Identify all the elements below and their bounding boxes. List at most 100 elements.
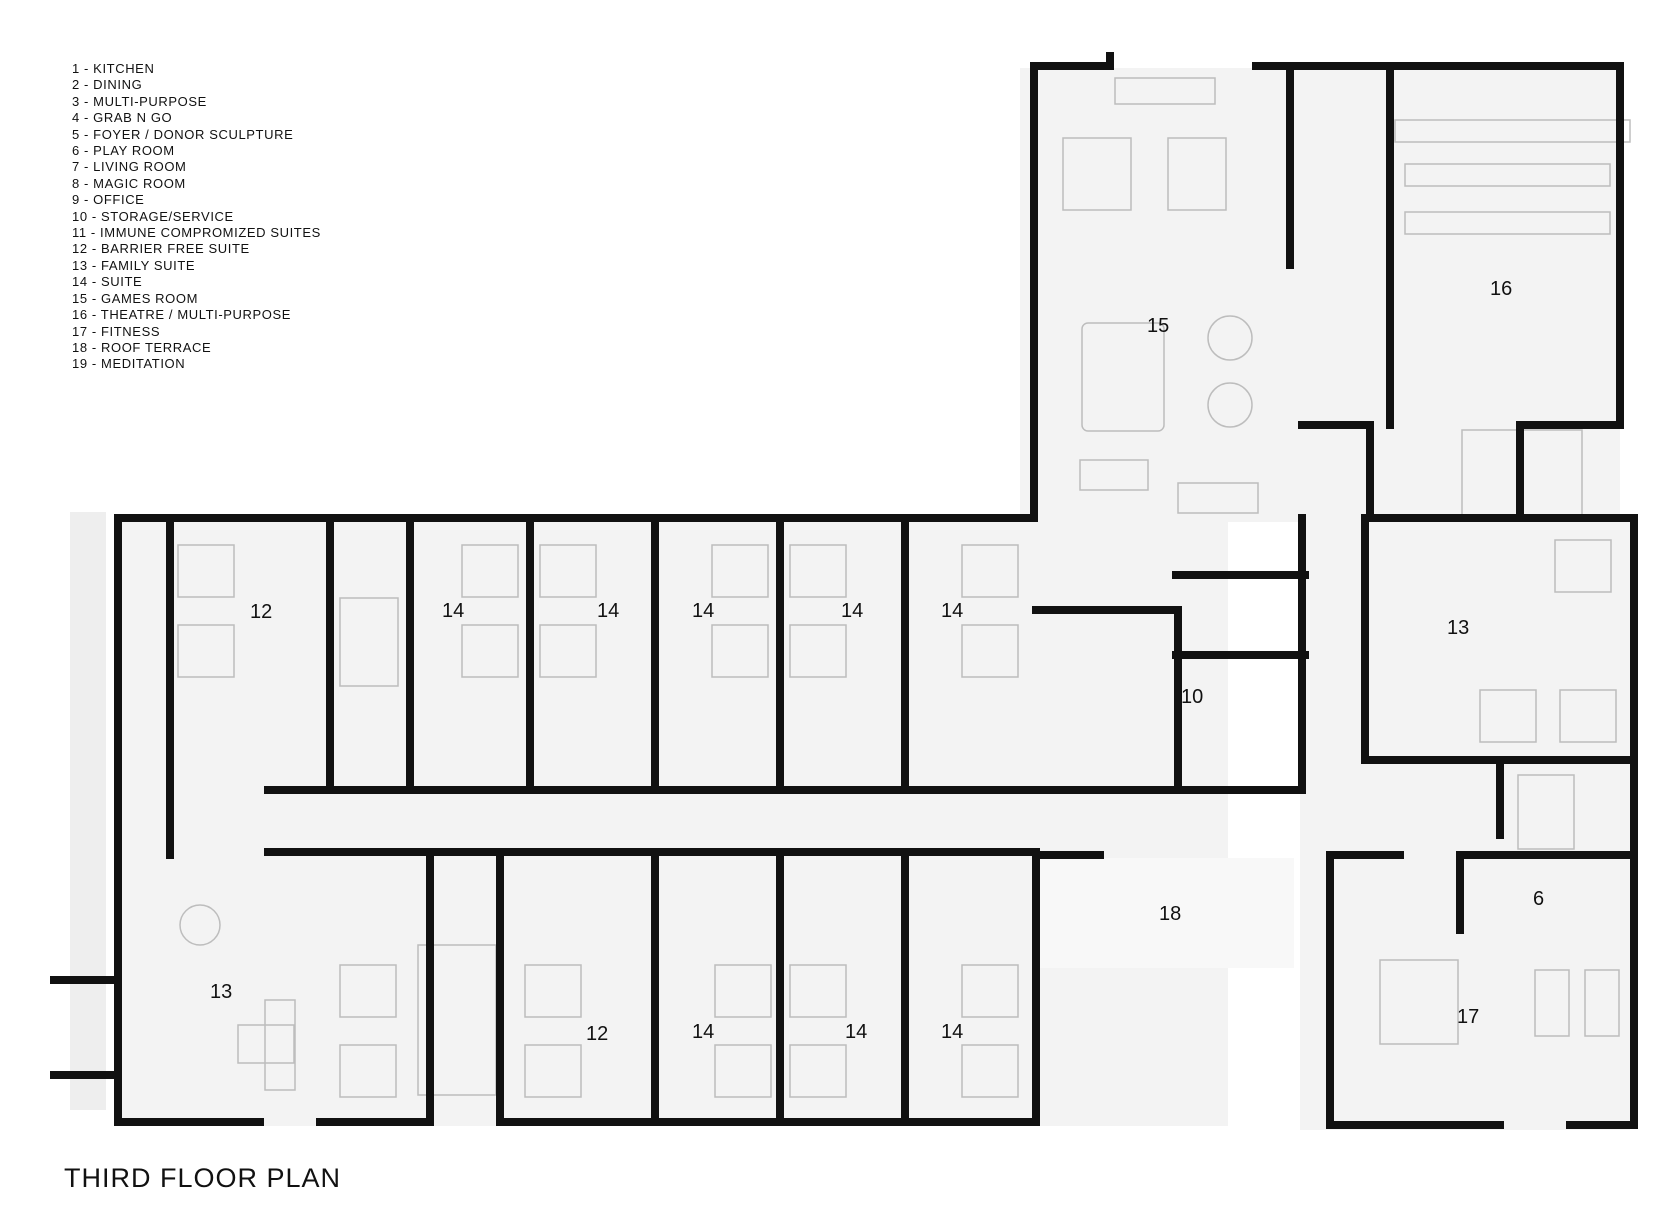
dining-table — [179, 904, 221, 946]
wall-terrace — [1032, 851, 1104, 1126]
elevator — [1517, 774, 1575, 850]
wall-north-upper — [1106, 52, 1624, 429]
bed — [711, 544, 769, 598]
wall-west-balcony — [50, 976, 122, 1079]
theatre-row — [1404, 211, 1611, 235]
wall-south-main — [316, 856, 1040, 1126]
room-label-15: 15 — [1147, 315, 1169, 337]
walls — [50, 52, 1638, 1129]
room-label-12-south: 12 — [586, 1023, 608, 1045]
room-label-14-s1: 14 — [692, 1021, 714, 1043]
legend-item: 14 - SUITE — [72, 274, 143, 290]
partition — [1298, 421, 1374, 522]
bed — [711, 624, 769, 678]
room-label-17: 17 — [1457, 1006, 1479, 1028]
room-label-14-n2: 14 — [597, 600, 619, 622]
wall-north-main — [114, 62, 1114, 522]
legend-item: 9 - OFFICE — [72, 192, 145, 208]
legend-item: 15 - GAMES ROOM — [72, 290, 199, 306]
bed — [714, 1044, 772, 1098]
room-label-12-north: 12 — [250, 601, 272, 623]
partition — [166, 514, 909, 859]
legend-item: 3 - MULTI-PURPOSE — [72, 93, 207, 109]
bed — [789, 624, 847, 678]
legend-item: 4 - GRAB N GO — [72, 110, 173, 126]
legend-item: 19 - MEDITATION — [72, 356, 186, 372]
legend-item: 11 - IMMUNE COMPROMIZED SUITES — [72, 225, 321, 241]
bench — [1177, 482, 1259, 514]
partition — [1032, 571, 1309, 794]
room-label-14-n4: 14 — [841, 600, 863, 622]
floor-east-wing — [1300, 518, 1630, 1130]
bed — [461, 544, 519, 598]
bed — [789, 1044, 847, 1098]
sofa — [1062, 137, 1132, 211]
bed — [961, 624, 1019, 678]
room-label-14-n3: 14 — [692, 600, 714, 622]
floor-main-wing — [118, 518, 1228, 1126]
legend-item: 6 - PLAY ROOM — [72, 143, 175, 159]
legend-item: 2 - DINING — [72, 77, 143, 93]
room-label-13-west: 13 — [210, 981, 232, 1003]
floor-upper-wing — [1020, 68, 1620, 522]
sofa — [1167, 137, 1227, 211]
bed — [539, 624, 597, 678]
room-label-10: 10 — [1181, 686, 1203, 708]
legend-item: 16 - THEATRE / MULTI-PURPOSE — [72, 307, 292, 323]
partition — [1361, 514, 1634, 764]
treadmill — [1584, 969, 1620, 1037]
bed — [1479, 689, 1537, 743]
partition — [1286, 62, 1394, 429]
bed — [524, 1044, 582, 1098]
bed — [177, 624, 235, 678]
room-label-14-n1: 14 — [442, 600, 464, 622]
theatre-row — [1394, 119, 1631, 143]
bed — [714, 964, 772, 1018]
weight-machine — [1379, 959, 1459, 1045]
pool-table — [1081, 322, 1165, 432]
bed — [1554, 539, 1612, 593]
corridor-north — [264, 514, 1306, 794]
bed — [1559, 689, 1617, 743]
partition — [651, 848, 909, 1126]
bed — [961, 964, 1019, 1018]
wall-west — [114, 514, 264, 1126]
counter — [1114, 77, 1216, 105]
sofa — [237, 1024, 295, 1064]
floor-areas — [70, 68, 1630, 1130]
round-table — [1207, 315, 1253, 361]
legend-item: 18 - ROOF TERRACE — [72, 339, 212, 355]
legend-item: 13 - FAMILY SUITE — [72, 257, 196, 273]
bed — [461, 624, 519, 678]
room-label-14-s3: 14 — [941, 1021, 963, 1043]
theatre-row — [1404, 163, 1611, 187]
bed — [789, 544, 847, 598]
wall-east-lower — [1566, 748, 1638, 1129]
room-labels: 12 14 14 14 14 14 15 16 10 13 6 17 18 13… — [210, 278, 1544, 1045]
legend-item: 5 - FOYER / DONOR SCULPTURE — [72, 126, 294, 142]
room-label-18: 18 — [1159, 903, 1181, 925]
sofa — [1079, 459, 1149, 491]
partition — [1326, 851, 1634, 934]
elevator — [339, 597, 399, 687]
bed — [539, 544, 597, 598]
room-label-16: 16 — [1490, 278, 1512, 300]
bed — [339, 1044, 397, 1098]
floor-terrace — [1036, 858, 1294, 968]
legend-item: 10 - STORAGE/SERVICE — [72, 208, 234, 224]
legend-item: 12 - BARRIER FREE SUITE — [72, 241, 250, 257]
room-label-14-s2: 14 — [845, 1021, 867, 1043]
bed — [177, 544, 235, 598]
room-label-14-n5: 14 — [941, 600, 963, 622]
wall-south-east — [1326, 851, 1504, 1129]
bed — [789, 964, 847, 1018]
legend-item: 8 - MAGIC ROOM — [72, 175, 186, 191]
legend-item: 1 - KITCHEN — [72, 61, 155, 76]
legend-item: 7 - LIVING ROOM — [72, 159, 187, 175]
bed — [961, 1044, 1019, 1098]
bed — [339, 964, 397, 1018]
bed — [524, 964, 582, 1018]
room-label-13-east: 13 — [1447, 617, 1469, 639]
room-label-6: 6 — [1533, 888, 1544, 910]
